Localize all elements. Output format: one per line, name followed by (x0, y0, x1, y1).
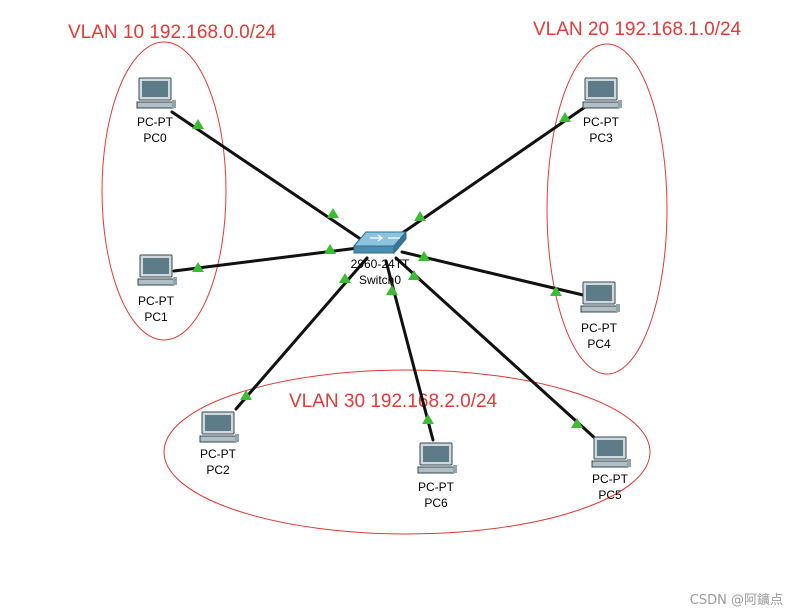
status-triangle-icon (192, 119, 204, 129)
switch-node[interactable]: 2960-24TT Switch0 (351, 230, 410, 287)
vlan20-label: VLAN 20 192.168.1.0/24 (533, 19, 742, 40)
pc-icon (582, 77, 622, 109)
pc-model-label: PC-PT (138, 294, 175, 308)
pc-model-label: PC-PT (583, 115, 620, 129)
watermark: CSDN @阿鑛点 (689, 593, 783, 608)
vlan20-ellipse (546, 43, 668, 375)
switch-icon (352, 230, 408, 255)
link-status-indicators (192, 112, 583, 428)
pc-model-label: PC-PT (137, 115, 174, 129)
pc-name-label: PC4 (587, 337, 611, 351)
switch-model-label: 2960-24TT (351, 257, 410, 271)
pc-name-label: PC3 (589, 131, 613, 145)
status-triangle-icon (414, 211, 426, 221)
pc-node-pc0[interactable]: PC-PT PC0 (136, 77, 176, 145)
vlan10-label: VLAN 10 192.168.0.0/24 (68, 22, 277, 43)
pc-model-label: PC-PT (200, 447, 237, 461)
pc-name-label: PC0 (143, 131, 167, 145)
pc-icon (417, 442, 457, 474)
vlan10-ellipse (101, 41, 227, 341)
status-triangle-icon (339, 273, 351, 283)
pc-node-pc5[interactable]: PC-PT PC5 (591, 436, 631, 502)
pc-node-pc6[interactable]: PC-PT PC6 (417, 442, 457, 510)
pc-model-label: PC-PT (418, 480, 455, 494)
status-triangle-icon (192, 262, 204, 272)
status-triangle-icon (386, 285, 398, 295)
status-triangle-icon (418, 251, 430, 261)
pc-name-label: PC1 (144, 310, 168, 324)
pc-name-label: PC2 (206, 463, 230, 477)
pc-name-label: PC5 (598, 488, 622, 502)
link-pc2-switch[interactable] (234, 256, 369, 411)
status-triangle-icon (422, 414, 434, 424)
pc-node-pc1[interactable]: PC-PT PC1 (137, 254, 177, 324)
pc-icon (591, 436, 631, 468)
pc-icon (199, 411, 239, 443)
switch-name-label: Switch0 (359, 273, 401, 287)
pc-icon (137, 254, 177, 286)
vlan30-ellipse (163, 369, 651, 535)
status-triangle-icon (550, 286, 562, 296)
pc-model-label: PC-PT (581, 321, 618, 335)
pc-node-pc2[interactable]: PC-PT PC2 (199, 411, 239, 477)
link-pc3-switch[interactable] (396, 105, 587, 238)
link-pc5-switch[interactable] (394, 256, 599, 442)
pc-icon (580, 281, 620, 313)
status-triangle-icon (408, 270, 420, 280)
pc-model-label: PC-PT (592, 472, 629, 486)
pc-node-pc3[interactable]: PC-PT PC3 (582, 77, 622, 145)
pc-name-label: PC6 (424, 496, 448, 510)
link-pc0-switch[interactable] (170, 110, 364, 242)
status-triangle-icon (324, 244, 336, 254)
pc-icon (136, 77, 176, 109)
status-triangle-icon (559, 112, 571, 122)
status-triangle-icon (240, 390, 252, 400)
status-triangle-icon (327, 208, 339, 218)
vlan30-label: VLAN 30 192.168.2.0/24 (289, 391, 498, 412)
status-triangle-icon (571, 418, 583, 428)
link-pc4-switch[interactable] (400, 250, 585, 297)
pc-node-pc4[interactable]: PC-PT PC4 (580, 281, 620, 351)
